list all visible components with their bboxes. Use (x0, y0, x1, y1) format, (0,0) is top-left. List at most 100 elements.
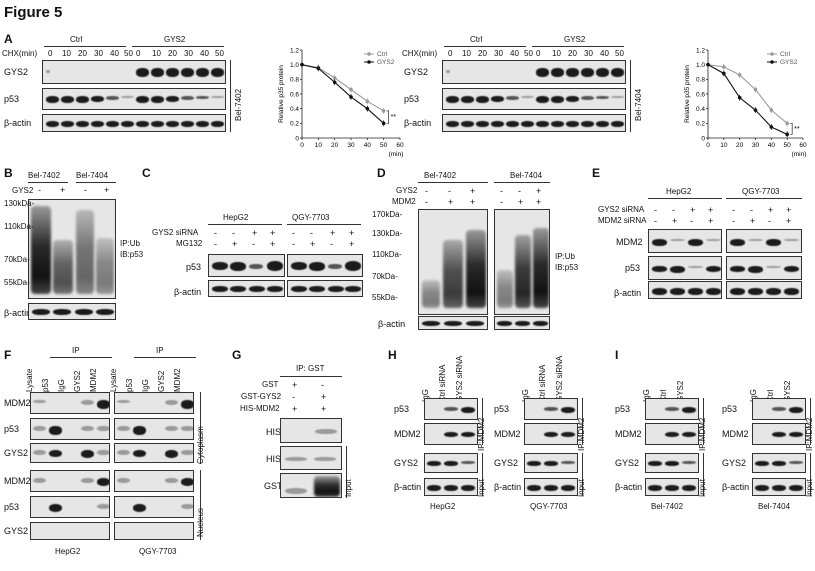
data-point-gys2 (349, 95, 353, 99)
panel-b-cell-1: Bel-7402 (28, 171, 61, 180)
sign: - (654, 216, 657, 226)
y-tick-label: 0.8 (696, 77, 705, 84)
panel_i-blot (645, 478, 699, 496)
sign: + (786, 205, 792, 215)
y-tick-label: 1.2 (290, 47, 299, 54)
panel-g-his-input (280, 446, 342, 470)
panel_i-blot (645, 398, 699, 420)
legend-label: GYS2 (377, 59, 395, 66)
sign: + (470, 197, 476, 207)
sign: - (732, 205, 735, 215)
panel_h-blot (524, 478, 578, 496)
x-tick-label: 50 (784, 142, 792, 149)
timepoint-label: 40 (110, 49, 119, 58)
lane-label: MDM2 (173, 368, 182, 392)
data-point-ctrl (722, 65, 726, 69)
y-tick-label: 0.6 (290, 91, 299, 98)
sign: - (214, 239, 217, 249)
panel-f-blot (30, 496, 110, 518)
lane-label: GYS2 siRNA (555, 355, 564, 402)
sign: + (708, 216, 714, 226)
timepoint-label: 10 (552, 49, 561, 58)
y-tick-label: 0.2 (290, 121, 299, 128)
row-label: MDM2 (394, 429, 421, 439)
sign: + (470, 186, 476, 196)
y-axis-label: Relative p35 protein (684, 65, 691, 123)
sign: + (518, 197, 524, 207)
figure-title: Figure 5 (4, 4, 63, 21)
timepoint-label: 40 (600, 49, 609, 58)
timepoint-label: 50 (124, 49, 133, 58)
panel-b-cell-2: Bel-7404 (76, 171, 109, 180)
sign: + (536, 197, 542, 207)
lane-label: Ctrl siRNA (538, 364, 547, 402)
timepoint-label: 40 (510, 49, 519, 58)
input-label: Input (577, 479, 586, 497)
timepoint-label: 30 (494, 49, 503, 58)
row-label: GYS2 (722, 458, 747, 468)
panel-f-blot (30, 392, 110, 414)
row-label: p53 (394, 404, 410, 414)
y-tick-label: 1.0 (696, 62, 705, 69)
panel-e-blot (726, 281, 802, 299)
timepoint-label: 0 (136, 49, 141, 58)
x-tick-label: 0 (706, 142, 710, 149)
panel-f-blot (114, 496, 194, 518)
data-point-gys2 (316, 66, 321, 71)
data-point-gys2 (785, 132, 789, 137)
row-label: β-actin (615, 482, 643, 492)
panel_h-blot (524, 398, 578, 420)
panel-f-blot (30, 470, 110, 492)
sign: - (425, 186, 428, 196)
timepoint-label: 50 (615, 49, 624, 58)
panel-letter-a: A (4, 32, 13, 46)
panel-f-blot (114, 522, 194, 540)
gys2-label: GYS2 (564, 35, 586, 44)
ctrl-label: Ctrl (470, 35, 483, 44)
panel_h-blot (424, 398, 478, 420)
data-point-gys2 (300, 62, 304, 67)
blot-row-label: GYS2 (4, 67, 29, 77)
panel-f-blot (30, 522, 110, 540)
ip-mdm2-label: IP:MDM2 (698, 417, 707, 451)
cytoplasm-label: Cytoplasm (196, 426, 205, 464)
sign: - (252, 239, 255, 249)
panel-b-gys2-label: GYS2 (12, 186, 34, 195)
data-point-gys2 (753, 108, 758, 112)
panel-f-blot (114, 392, 194, 414)
sign: + (750, 216, 756, 226)
panel-e-blot (648, 229, 722, 253)
sign: + (448, 197, 454, 207)
x-tick-label: 60 (396, 142, 404, 149)
series-line-gys2 (301, 64, 385, 124)
y-tick-label: 0.6 (696, 91, 705, 98)
sign: - (214, 228, 217, 238)
panel-letter-e: E (592, 166, 601, 180)
panel_h-blot (524, 453, 578, 473)
timepoint-label: 20 (478, 49, 487, 58)
lane-label: p53 (125, 378, 134, 392)
panel-letter-d: D (377, 166, 386, 180)
input-label: Input (698, 479, 707, 497)
row-label: GYS2 (394, 458, 419, 468)
x-tick-label: 40 (768, 142, 776, 149)
panel_i-blot (645, 423, 699, 445)
series-line-ctrl (707, 64, 788, 124)
data-point-gys2 (722, 71, 726, 76)
blot-row-p53 (442, 88, 626, 110)
ip-label: IP (156, 346, 164, 355)
sign: - (330, 239, 333, 249)
row-label: MDM2 (615, 429, 642, 439)
timepoint-label: 30 (184, 49, 193, 58)
x-tick-label: 20 (736, 142, 744, 149)
panel_h-blot (524, 423, 578, 445)
panel-f-blot (114, 418, 194, 440)
x-tick-label: 10 (315, 142, 323, 149)
sign: + (349, 239, 355, 249)
panel_i-blot (752, 398, 806, 420)
sign: - (690, 216, 693, 226)
panel-d-ub-7404 (494, 209, 550, 315)
timepoint-label: 20 (168, 49, 177, 58)
lane-label: Ctrl siRNA (438, 364, 447, 402)
timepoint-label: 10 (152, 49, 161, 58)
